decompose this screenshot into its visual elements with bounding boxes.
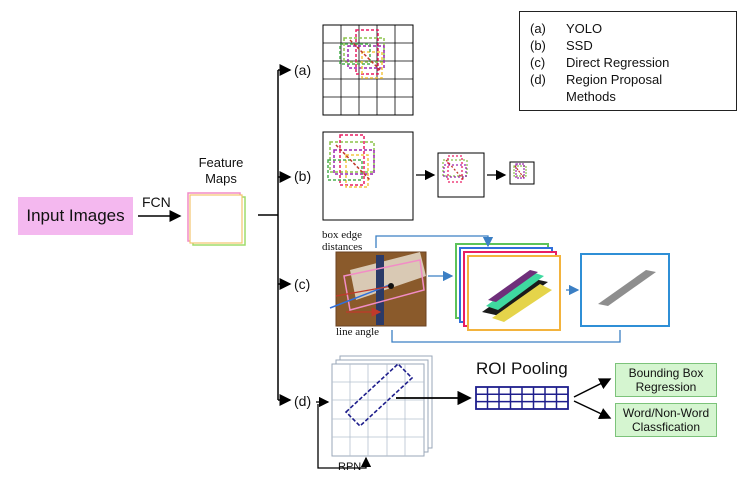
fcn-label: FCN [142,194,171,210]
word-classification-line2: Classfication [631,420,701,434]
legend-key: (b) [530,38,546,53]
legend-key: (a) [530,21,546,36]
roi-pooling-label: ROI Pooling [476,359,568,378]
legend-row-region-proposal: (d) Region Proposal [530,72,662,87]
roi-pooling-grid [475,386,569,410]
feature-maps-label-line2: Maps [205,171,237,186]
bbox-regression-line1: Bounding Box [628,366,704,380]
box-edge-label-line1: box edge [322,229,363,241]
branch-connectors [258,64,292,406]
legend-text: SSD [566,38,593,53]
legend-text: YOLO [566,21,603,36]
legend-box: (a) YOLO (b) SSD (c) Direct Regression (d) R… [519,11,737,111]
legend-row-methods: Methods [530,89,616,104]
yolo-grid [322,24,414,116]
legend-row-ssd: (b) SSD [530,38,593,53]
direct-regression-figure [329,235,670,343]
input-images-box: Input Images [18,197,133,235]
region-proposal-figure [316,355,472,469]
branch-label-a: (a) [294,62,312,78]
input-images-label: Input Images [26,206,125,225]
legend-row-yolo: (a) YOLO [530,21,602,36]
word-classification-line1: Word/Non-Word [622,406,710,420]
legend-text: Region Proposal [566,72,663,87]
legend-text: Methods [566,89,616,104]
legend-row-direct-regression: (c) Direct Regression [530,55,669,70]
ssd-feature-maps [322,131,535,221]
box-edge-label-line2: distances [322,241,363,253]
feature-maps-label-line1: Feature [198,155,244,170]
feature-maps-icon [187,192,246,246]
word-classification-box: Word/Non-Word Classfication [615,403,717,437]
rpn-label: RPN [338,461,362,473]
bounding-box-regression-box: Bounding Box Regression [615,363,717,397]
line-angle-label: line angle [336,326,380,338]
legend-key: (d) [530,72,546,87]
legend-text: Direct Regression [566,55,670,70]
arrow-to-word-classification [573,400,612,419]
branch-label-d: (d) [294,393,312,409]
branch-label-b: (b) [294,168,312,184]
branch-label-c: (c) [294,276,311,292]
arrow-to-bbox-regression [573,378,612,398]
legend-key: (c) [530,55,546,70]
bbox-regression-line2: Regression [635,380,697,394]
